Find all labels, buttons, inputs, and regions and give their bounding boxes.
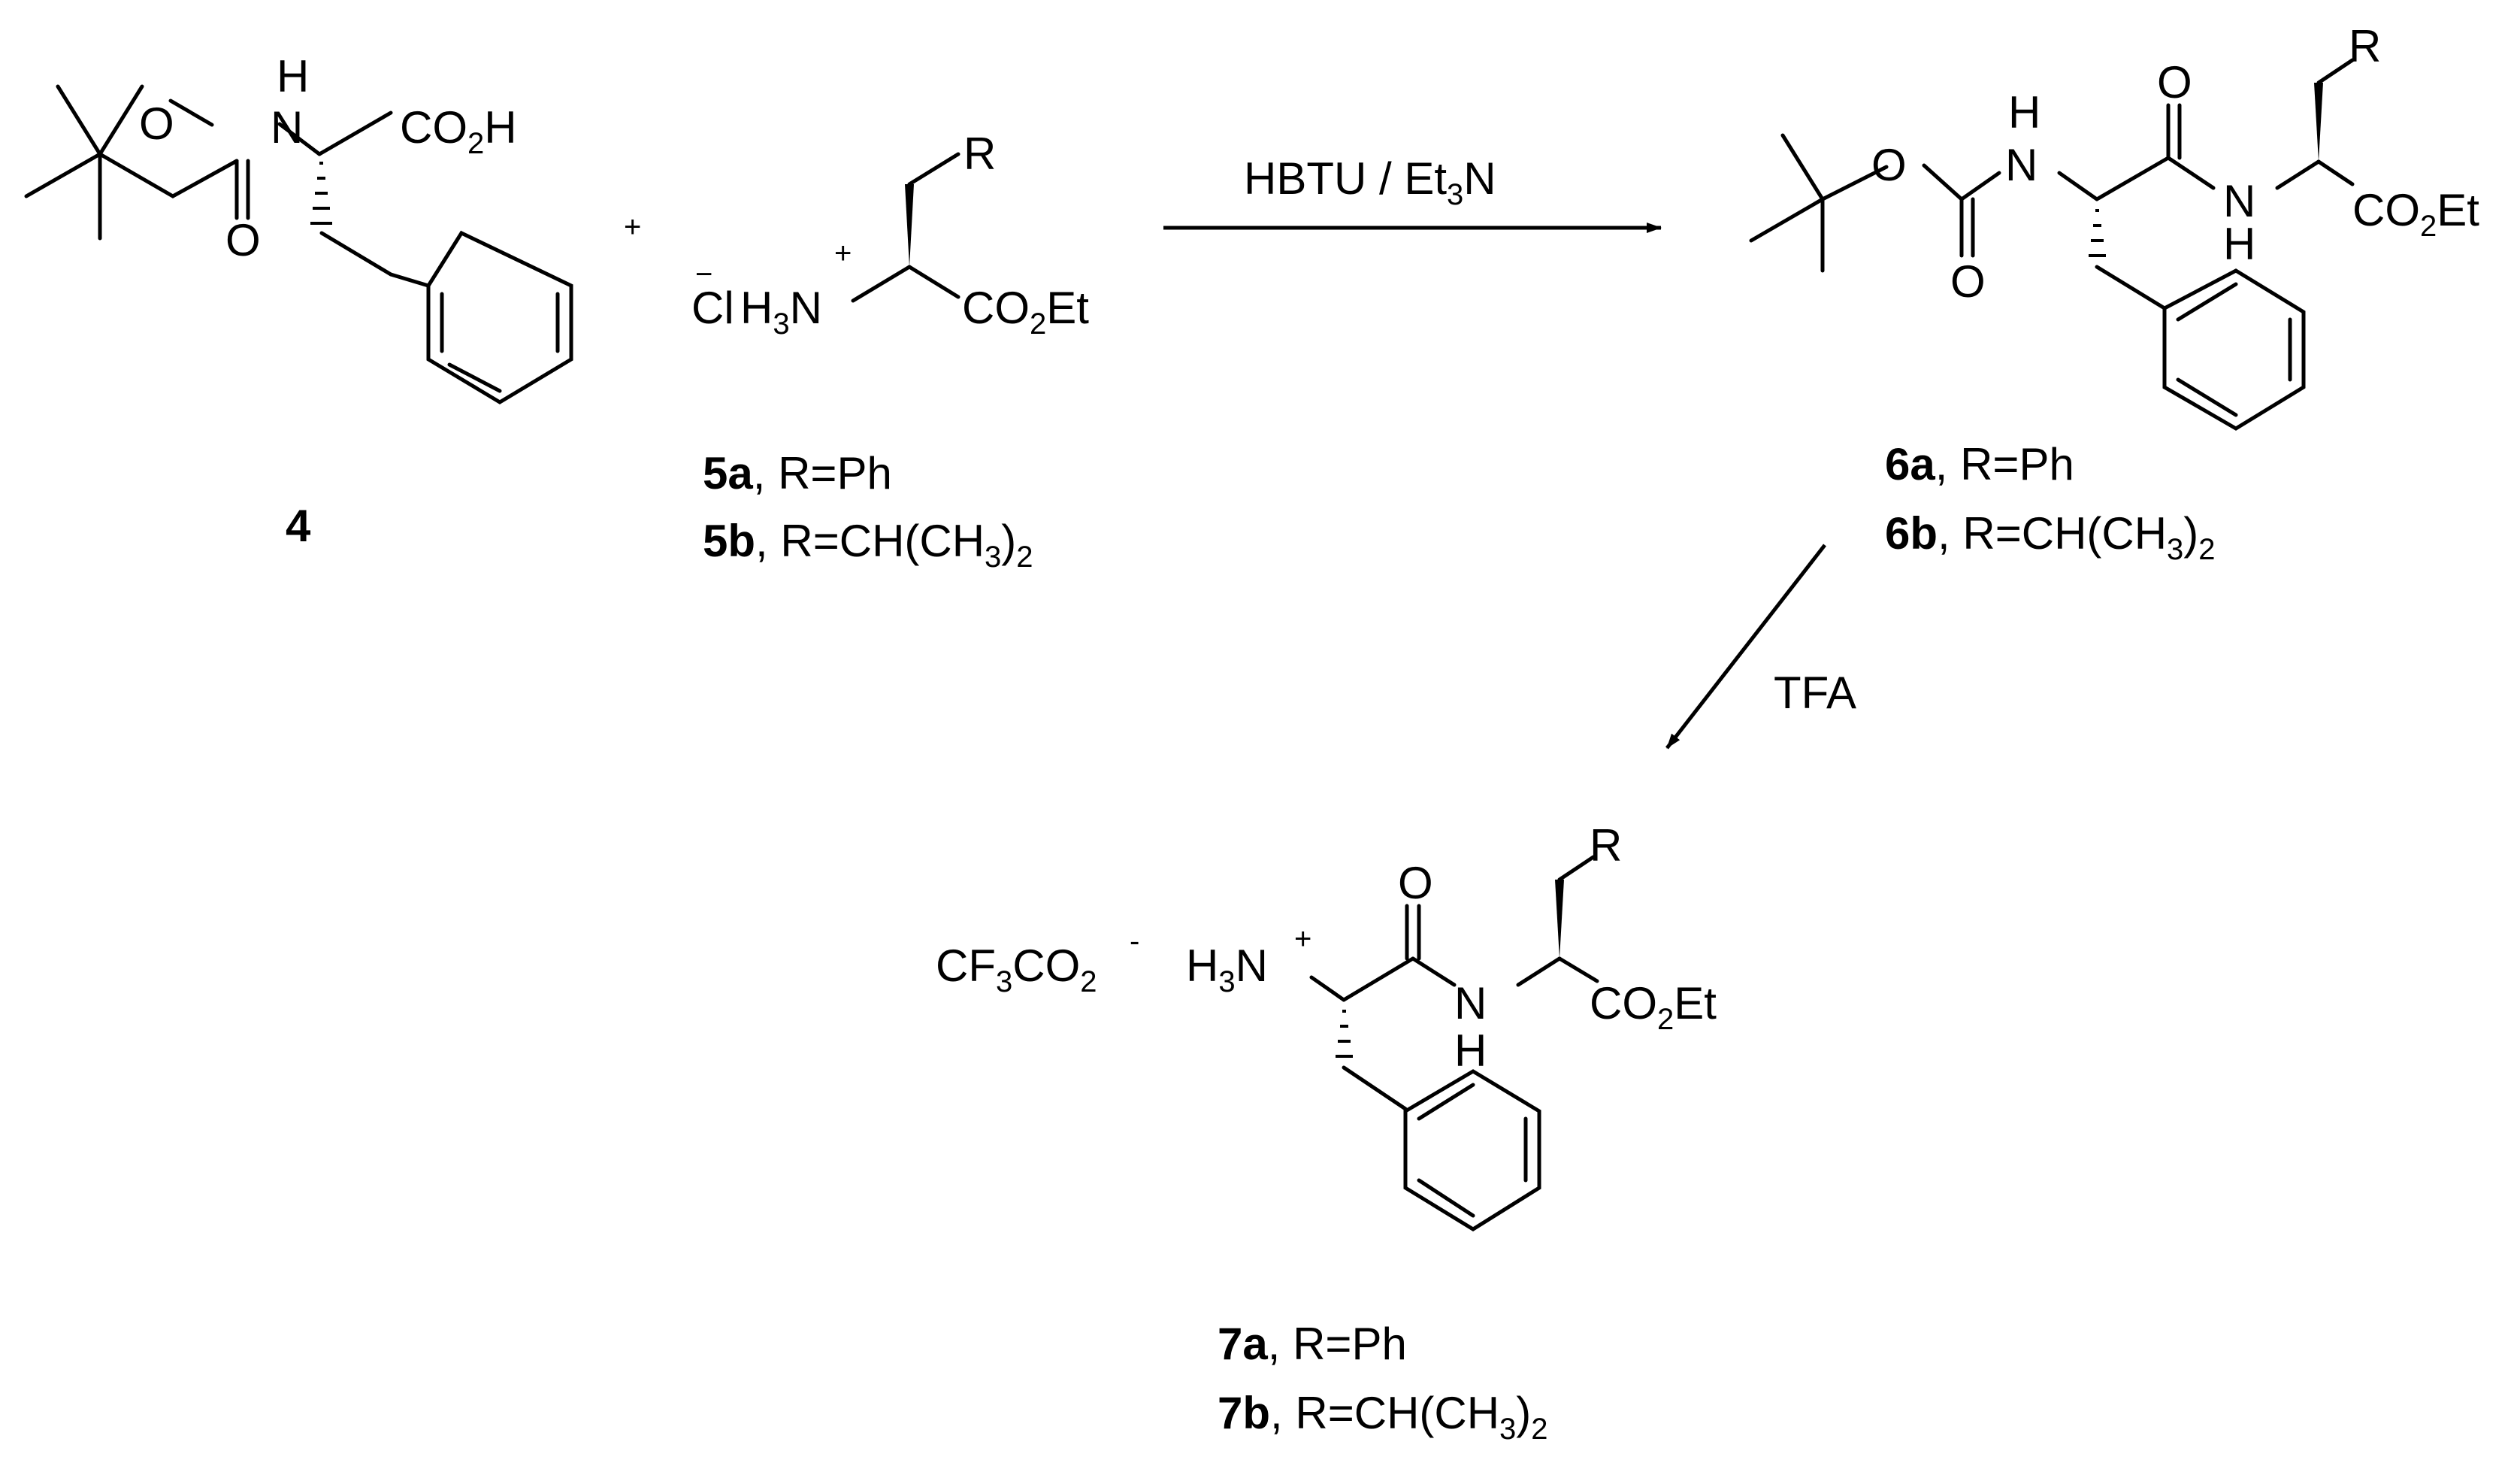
r-group: R — [2349, 21, 2381, 71]
chloride-negative-charge: − — [695, 258, 712, 291]
compound-5-structure — [851, 152, 961, 303]
compound-4-structure — [24, 84, 573, 404]
amide-nitrogen-2: N — [2223, 176, 2255, 226]
ethyl-ester-group: CO2Et — [2352, 185, 2479, 243]
amide-nitrogen: N — [271, 102, 303, 153]
ammonium-positive-charge: + — [1294, 922, 1311, 956]
carbonyl-oxygen: O — [1398, 858, 1433, 908]
amide-nitrogen: N — [1454, 978, 1487, 1028]
trifluoroacetate-negative-charge: - — [1130, 925, 1139, 958]
reaction-arrow-2 — [1665, 544, 1826, 750]
carboxylic-acid-group: CO2H — [400, 102, 517, 160]
ammonium-positive-charge: + — [834, 237, 852, 270]
benzene-ring — [426, 230, 573, 404]
reagent-hbtu-et3n: HBTU / Et3N — [1244, 153, 1496, 211]
compound-5a-label: 5a, R=Ph — [703, 448, 892, 498]
compound-6b-label: 6b, R=CH(CH3)2 — [1885, 508, 2216, 566]
ammonium-group: H3N — [1186, 940, 1268, 998]
stereo-hash-bond — [1336, 1010, 1353, 1058]
carbonyl-oxygen-2: O — [2157, 57, 2192, 108]
r-group: R — [964, 129, 996, 179]
trifluoroacetate-counterion: CF3CO2 — [936, 940, 1097, 998]
plus-sign: + — [624, 211, 641, 244]
reagent-tfa: TFA — [1774, 668, 1856, 718]
compound-6-structure — [1749, 58, 2355, 431]
amide-nitrogen-1: N — [2005, 140, 2037, 190]
amide-nitrogen-h: H — [277, 51, 309, 101]
ester-oxygen: O — [139, 98, 174, 149]
amide-nitrogen-1-h: H — [2008, 87, 2041, 138]
stereo-hash-bond — [310, 162, 332, 225]
benzene-ring — [1403, 1069, 1541, 1231]
benzene-ring — [2162, 268, 2306, 431]
compound-7-structure — [1309, 855, 1599, 1231]
compound-7a-label: 7a, R=Ph — [1218, 1319, 1407, 1369]
compound-6a-label: 6a, R=Ph — [1885, 439, 2074, 489]
ethyl-ester-group: CO2Et — [962, 283, 1089, 341]
amide-nitrogen-2-h: H — [2223, 219, 2255, 269]
r-group: R — [1590, 820, 1622, 871]
compound-5b-label: 5b, R=CH(CH3)2 — [703, 516, 1033, 574]
chloride-counterion: Cl — [691, 283, 734, 333]
ammonium-group: H3N — [740, 283, 822, 341]
compound-4-label: 4 — [286, 501, 311, 551]
amide-nitrogen-h: H — [1454, 1025, 1487, 1076]
stereo-hash-bond — [2089, 209, 2106, 257]
ethyl-ester-group: CO2Et — [1590, 978, 1717, 1036]
compound-7b-label: 7b, R=CH(CH3)2 — [1218, 1388, 1548, 1446]
carbonyl-oxygen-1: O — [1950, 256, 1986, 307]
carbonyl-oxygen: O — [225, 215, 261, 265]
ester-oxygen: O — [1871, 140, 1907, 190]
